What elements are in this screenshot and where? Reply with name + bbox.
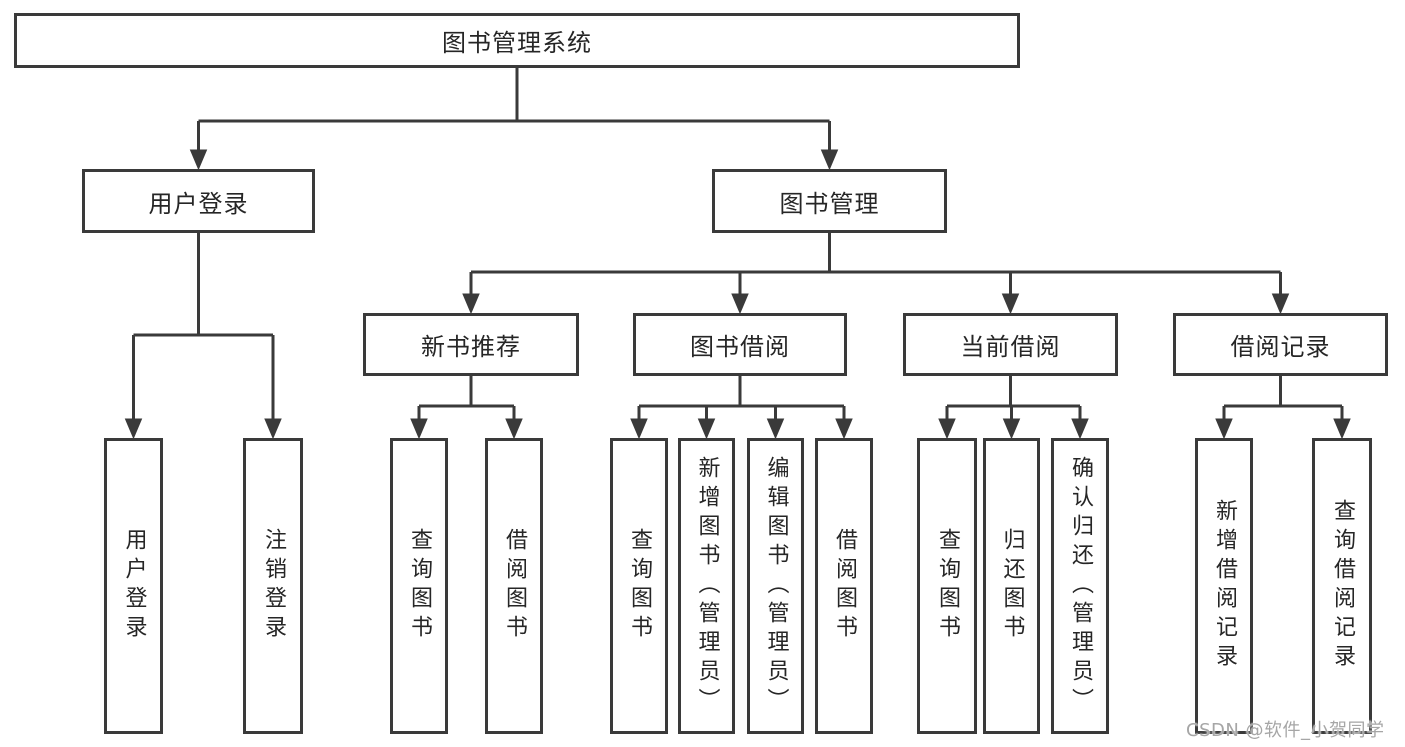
node-borrow-records: 借阅记录 bbox=[1173, 313, 1388, 376]
leaf-borrow-books-recommend: 借阅图书 bbox=[485, 438, 543, 734]
node-label: 归还图书 bbox=[999, 528, 1025, 644]
leaf-query-books-recommend: 查询图书 bbox=[390, 438, 448, 734]
node-label: 查询借阅记录 bbox=[1330, 499, 1355, 673]
node-root: 图书管理系统 bbox=[14, 13, 1020, 68]
node-book-management: 图书管理 bbox=[712, 169, 947, 233]
node-label: 当前借阅 bbox=[960, 333, 1061, 361]
leaf-query-borrow-record: 查询借阅记录 bbox=[1312, 438, 1372, 734]
leaf-query-books-current: 查询图书 bbox=[917, 438, 977, 734]
node-label: 图书管理 bbox=[779, 189, 880, 218]
node-label: 新增图书（管理员） bbox=[694, 455, 720, 717]
node-label: 用户登录 bbox=[121, 528, 147, 644]
leaf-add-book-admin: 新增图书（管理员） bbox=[678, 438, 735, 734]
node-book-borrow: 图书借阅 bbox=[633, 313, 847, 376]
leaf-add-borrow-record: 新增借阅记录 bbox=[1195, 438, 1253, 734]
node-label: 查询图书 bbox=[627, 528, 652, 644]
node-label: 图书借阅 bbox=[690, 333, 790, 361]
node-current-borrow: 当前借阅 bbox=[903, 313, 1118, 376]
leaf-edit-book-admin: 编辑图书（管理员） bbox=[747, 438, 804, 734]
leaf-return-book: 归还图书 bbox=[983, 438, 1040, 734]
node-label: 注销登录 bbox=[261, 528, 286, 644]
leaf-logout: 注销登录 bbox=[243, 438, 303, 734]
arrowheads bbox=[124, 149, 1351, 440]
leaf-user-login: 用户登录 bbox=[104, 438, 163, 734]
node-new-book-recommend: 新书推荐 bbox=[363, 313, 579, 376]
node-label: 编辑图书（管理员） bbox=[763, 455, 789, 717]
node-label: 查询图书 bbox=[407, 528, 432, 644]
node-label: 确认归还（管理员） bbox=[1068, 455, 1093, 717]
node-label: 查询图书 bbox=[935, 528, 960, 644]
node-user-login: 用户登录 bbox=[82, 169, 315, 233]
watermark: CSDN @软件_小贺同学 bbox=[1186, 720, 1385, 741]
leaf-query-books-borrow: 查询图书 bbox=[610, 438, 668, 734]
node-label: 新增借阅记录 bbox=[1212, 499, 1237, 673]
node-label: 借阅记录 bbox=[1230, 333, 1331, 361]
node-label: 用户登录 bbox=[148, 189, 249, 218]
leaf-borrow-books: 借阅图书 bbox=[815, 438, 873, 734]
node-label: 新书推荐 bbox=[421, 333, 521, 361]
node-label: 借阅图书 bbox=[832, 528, 857, 644]
node-label: 借阅图书 bbox=[502, 528, 527, 644]
node-label: 图书管理系统 bbox=[442, 29, 592, 57]
leaf-confirm-return-admin: 确认归还（管理员） bbox=[1051, 438, 1109, 734]
